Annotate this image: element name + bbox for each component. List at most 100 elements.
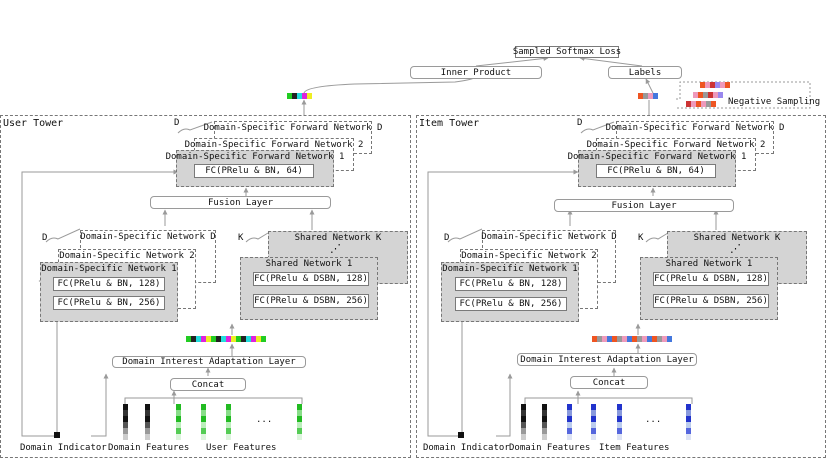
item-forward-network-2-label: Domain-Specific Forward Network 2 bbox=[586, 140, 766, 150]
embedding-cell bbox=[703, 92, 708, 98]
item-shared-fc-256-box: FC(PRelu & DSBN, 256) bbox=[653, 294, 769, 308]
embedding-cell bbox=[643, 93, 648, 99]
user-shared-network-1: Shared Network 1 bbox=[240, 257, 378, 320]
embedding-cell bbox=[206, 336, 211, 342]
user-forward-fc-box: FC(PRelu & BN, 64) bbox=[194, 164, 314, 178]
item-features-ellipsis: ... bbox=[645, 415, 662, 425]
feature-cell bbox=[591, 404, 596, 410]
user-dsn-d-letter: D bbox=[42, 233, 48, 243]
inner-product-box: Inner Product bbox=[410, 66, 542, 79]
item-fusion-layer: Fusion Layer bbox=[554, 199, 734, 212]
feature-cell bbox=[201, 410, 206, 416]
user-domain-indicator-square bbox=[54, 432, 60, 438]
embedding-cell bbox=[713, 92, 718, 98]
feature-cell bbox=[567, 428, 572, 434]
item-shared-fc-128-box: FC(PRelu & DSBN, 128) bbox=[653, 272, 769, 286]
item-dsn-d-label: Domain-Specific Network D bbox=[481, 232, 617, 242]
feature-cell bbox=[226, 428, 231, 434]
feature-cell bbox=[201, 428, 206, 434]
user-domain-features-label: Domain Features bbox=[108, 443, 190, 453]
feature-cell bbox=[201, 416, 206, 422]
user-shared-fc-256-label: FC(PRelu & DSBN, 256) bbox=[254, 296, 368, 306]
embedding-cell bbox=[597, 336, 602, 342]
feature-cell bbox=[145, 434, 150, 440]
user-forward-network-1-label: Domain-Specific Forward Network 1 bbox=[165, 152, 345, 162]
embedding-cell bbox=[612, 336, 617, 342]
item-dsn-fc-128-box: FC(PRelu & BN, 128) bbox=[455, 277, 567, 291]
item-fusion-layer-label: Fusion Layer bbox=[611, 200, 677, 211]
embedding-cell bbox=[211, 336, 216, 342]
embedding-cell bbox=[261, 336, 266, 342]
embedding-cell bbox=[725, 82, 730, 88]
user-shared-fc-256-box: FC(PRelu & DSBN, 256) bbox=[253, 294, 369, 308]
embedding-cell bbox=[706, 101, 711, 107]
item-dsn-fc-256-label: FC(PRelu & BN, 256) bbox=[459, 299, 563, 309]
user-tower-title: User Tower bbox=[3, 118, 64, 129]
feature-cell bbox=[567, 416, 572, 422]
feature-cell bbox=[591, 434, 596, 440]
embedding-cell bbox=[648, 93, 653, 99]
item-dial-label: Domain Interest Adaptation Layer bbox=[520, 354, 694, 365]
item-shared-network-1: Shared Network 1 bbox=[640, 257, 778, 320]
user-dsn-fc-128-box: FC(PRelu & BN, 128) bbox=[53, 277, 165, 291]
item-forward-fc-box: FC(PRelu & BN, 64) bbox=[596, 164, 716, 178]
user-forward-network-2-label: Domain-Specific Forward Network 2 bbox=[184, 140, 364, 150]
feature-cell bbox=[123, 428, 128, 434]
feature-cell bbox=[542, 404, 547, 410]
feature-cell bbox=[521, 428, 526, 434]
embedding-cell bbox=[662, 336, 667, 342]
item-shared-fc-128-label: FC(PRelu & DSBN, 128) bbox=[654, 274, 768, 284]
feature-cell bbox=[297, 404, 302, 410]
embedding-cell bbox=[632, 336, 637, 342]
feature-cell bbox=[542, 428, 547, 434]
embedding-cell bbox=[686, 101, 691, 107]
feature-cell bbox=[297, 410, 302, 416]
feature-cell bbox=[145, 404, 150, 410]
user-shared-fc-128-box: FC(PRelu & DSBN, 128) bbox=[253, 272, 369, 286]
embedding-cell bbox=[701, 101, 706, 107]
embedding-cell bbox=[221, 336, 226, 342]
embedding-cell bbox=[297, 93, 302, 99]
user-dial-label: Domain Interest Adaptation Layer bbox=[122, 357, 296, 367]
embedding-cell bbox=[307, 93, 312, 99]
embedding-cell bbox=[691, 101, 696, 107]
embedding-cell bbox=[216, 336, 221, 342]
user-shared-k-label: Shared Network K bbox=[294, 233, 382, 243]
feature-cell bbox=[567, 404, 572, 410]
feature-cell bbox=[686, 416, 691, 422]
embedding-cell bbox=[226, 336, 231, 342]
user-fusion-layer: Fusion Layer bbox=[150, 196, 331, 209]
labels-box: Labels bbox=[608, 66, 682, 79]
feature-cell bbox=[176, 422, 181, 428]
item-concat-label: Concat bbox=[592, 377, 626, 388]
embedding-cell bbox=[246, 336, 251, 342]
embedding-cell bbox=[698, 92, 703, 98]
item-dsn-fc-256-box: FC(PRelu & BN, 256) bbox=[455, 297, 567, 311]
user-dsn-2-label: Domain-Specific Network 2 bbox=[59, 251, 195, 261]
feature-cell bbox=[591, 416, 596, 422]
embedding-cell bbox=[302, 93, 307, 99]
item-forward-network-d-label: Domain-Specific Forward Network D bbox=[605, 123, 785, 133]
feature-cell bbox=[226, 434, 231, 440]
feature-cell bbox=[201, 422, 206, 428]
user-dsn-fc-256-label: FC(PRelu & BN, 256) bbox=[57, 298, 161, 308]
user-dsn-fc-128-label: FC(PRelu & BN, 128) bbox=[57, 279, 161, 289]
feature-cell bbox=[521, 410, 526, 416]
item-domain-indicator-label: Domain Indicator bbox=[423, 443, 510, 453]
item-dsn-fc-128-label: FC(PRelu & BN, 128) bbox=[459, 279, 563, 289]
feature-cell bbox=[176, 434, 181, 440]
feature-cell bbox=[617, 416, 622, 422]
item-dsn-2-label: Domain-Specific Network 2 bbox=[461, 251, 597, 261]
feature-cell bbox=[226, 422, 231, 428]
item-domain-indicator-square bbox=[458, 432, 464, 438]
embedding-cell bbox=[638, 93, 643, 99]
feature-cell bbox=[176, 404, 181, 410]
user-shared-k-letter: K bbox=[238, 233, 244, 243]
feature-cell bbox=[617, 404, 622, 410]
user-shared-vdots: ⋰ bbox=[330, 242, 341, 255]
user-concat-label: Concat bbox=[191, 379, 225, 390]
feature-cell bbox=[686, 410, 691, 416]
embedding-cell bbox=[617, 336, 622, 342]
embedding-cell bbox=[715, 82, 720, 88]
